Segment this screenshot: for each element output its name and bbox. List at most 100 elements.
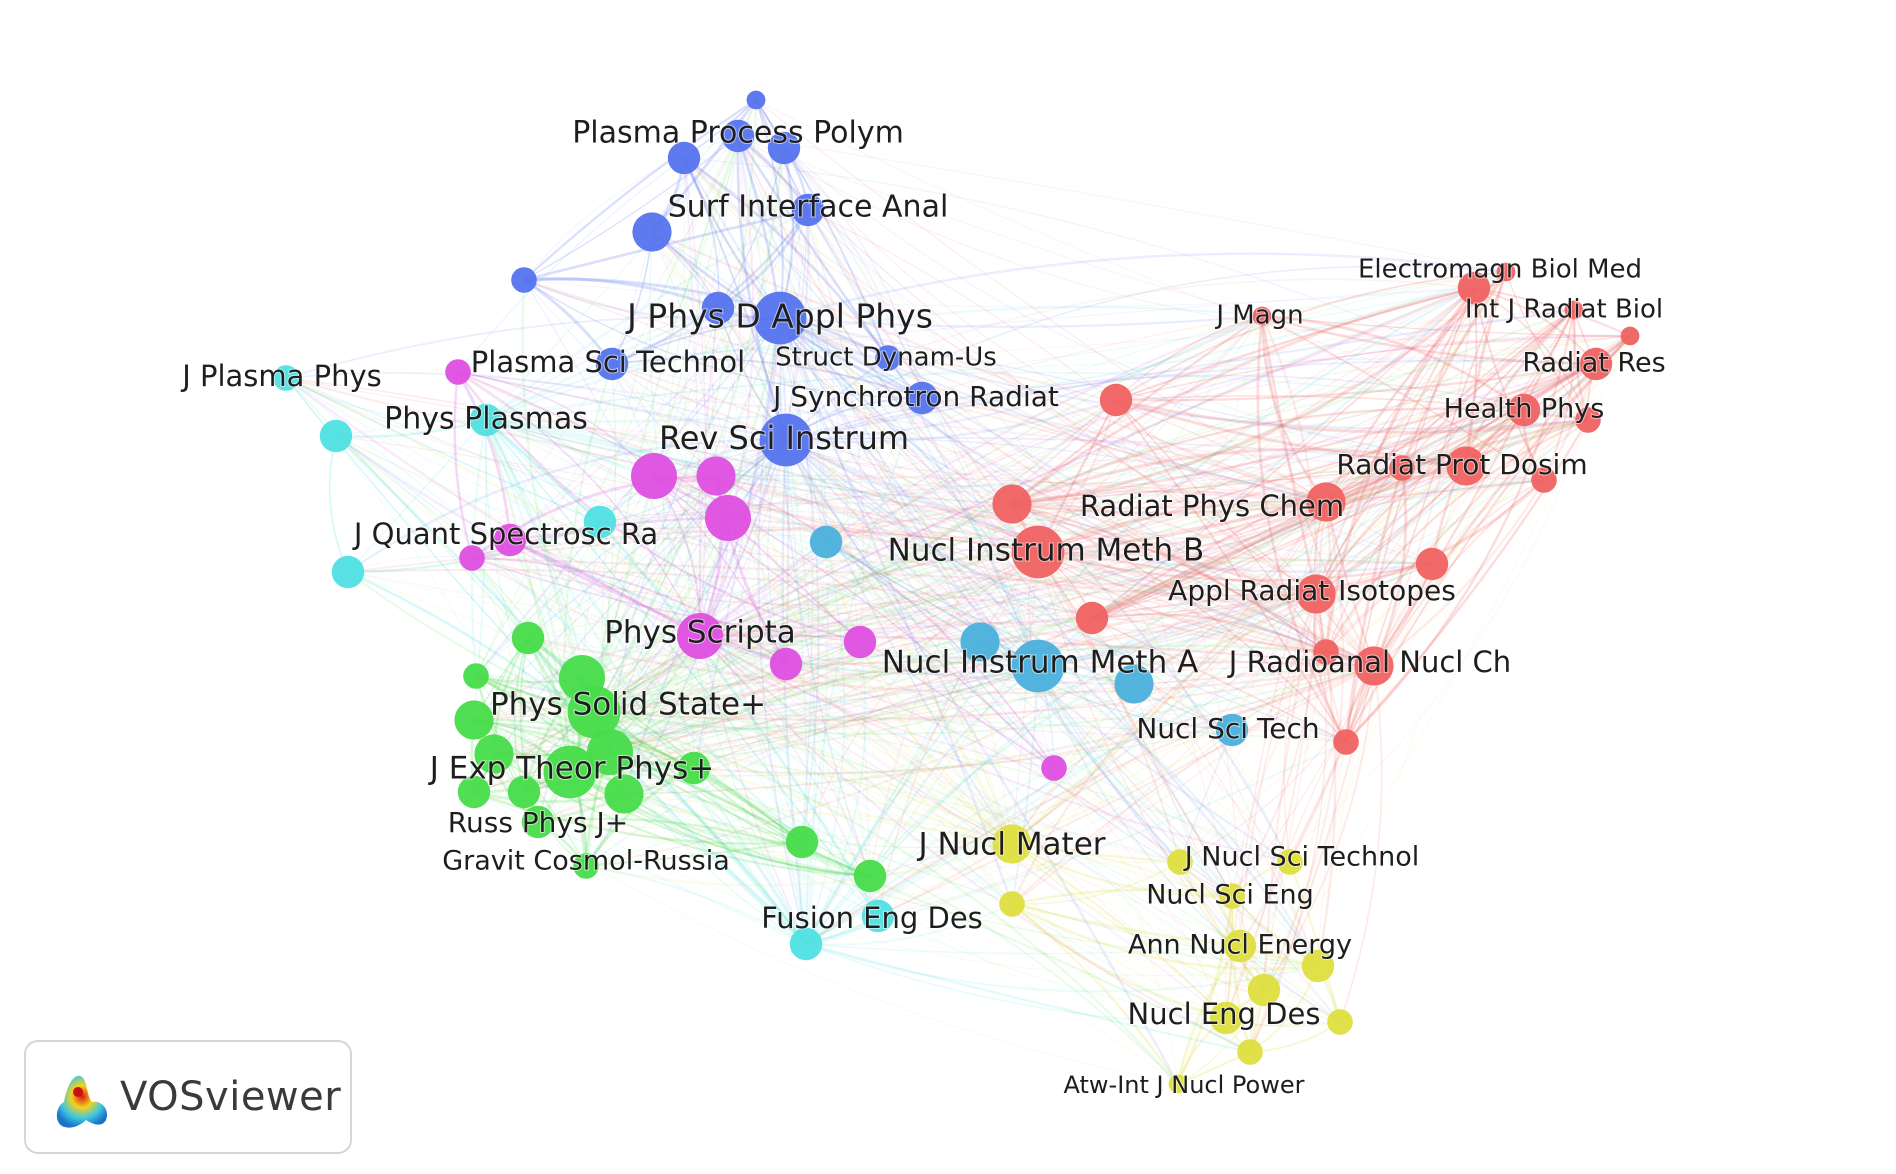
node-lb3[interactable] bbox=[1114, 664, 1154, 704]
node-c2[interactable] bbox=[331, 555, 365, 589]
node-label-jnst[interactable]: J Nucl Sci Technol bbox=[1182, 841, 1420, 874]
node-label-jmagn[interactable]: J Magn bbox=[1213, 300, 1304, 332]
node-m8[interactable] bbox=[459, 545, 485, 571]
node-label-applrad[interactable]: Appl Radiat Isotopes bbox=[1167, 573, 1457, 608]
node-b6[interactable] bbox=[701, 291, 735, 325]
node-plsci[interactable] bbox=[595, 347, 629, 381]
node-label-ned[interactable]: Nucl Eng Des bbox=[1127, 996, 1322, 1032]
node-atw[interactable] bbox=[1168, 1074, 1188, 1094]
node-label-ann[interactable]: Ann Nucl Energy bbox=[1127, 929, 1353, 962]
node-label-radprot[interactable]: Radiat Prot Dosim bbox=[1335, 447, 1588, 482]
node-label-russ[interactable]: Russ Phys J+ bbox=[447, 805, 629, 840]
node-y6[interactable] bbox=[1277, 849, 1303, 875]
node-label-atw[interactable]: Atw-Int J Nucl Power bbox=[1063, 1070, 1306, 1100]
node-label-intjrad[interactable]: Int J Radiat Biol bbox=[1464, 294, 1664, 326]
node-physpl[interactable] bbox=[469, 403, 503, 437]
node-y5[interactable] bbox=[1237, 1039, 1263, 1065]
node-b2[interactable] bbox=[667, 141, 701, 175]
node-m1[interactable] bbox=[445, 359, 471, 385]
node-b4[interactable] bbox=[511, 267, 537, 293]
node-label-jetp[interactable]: J Exp Theor Phys+ bbox=[427, 750, 716, 788]
node-nimb[interactable] bbox=[1011, 525, 1065, 579]
node-r6[interactable] bbox=[1333, 729, 1359, 755]
node-m6[interactable] bbox=[769, 647, 803, 681]
node-electro[interactable] bbox=[1496, 262, 1516, 282]
node-nima[interactable] bbox=[1011, 639, 1065, 693]
node-nse[interactable] bbox=[1219, 883, 1245, 909]
node-health[interactable] bbox=[1507, 393, 1541, 427]
node-r9[interactable] bbox=[1531, 467, 1557, 493]
node-label-physscr[interactable]: Phys Scripta bbox=[603, 614, 797, 652]
node-c4[interactable] bbox=[861, 899, 895, 933]
node-b3[interactable] bbox=[767, 131, 801, 165]
node-label-fusion[interactable]: Fusion Eng Des bbox=[760, 900, 984, 936]
node-label-nscitech[interactable]: Nucl Sci Tech bbox=[1135, 711, 1320, 746]
node-lb2[interactable] bbox=[960, 622, 1000, 662]
node-jphysd[interactable] bbox=[753, 291, 807, 345]
node-label-surf[interactable]: Surf Interface Anal bbox=[667, 189, 950, 226]
node-m4[interactable] bbox=[705, 495, 751, 541]
node-label-jphysd[interactable]: J Phys D Appl Phys bbox=[624, 296, 934, 337]
node-y2[interactable] bbox=[1247, 973, 1281, 1007]
node-physscr[interactable] bbox=[677, 613, 723, 659]
node-g4[interactable] bbox=[454, 700, 494, 740]
node-label-jnuclmat[interactable]: J Nucl Mater bbox=[915, 826, 1106, 864]
node-r3[interactable] bbox=[1099, 383, 1133, 417]
node-y1[interactable] bbox=[999, 891, 1025, 917]
node-y4[interactable] bbox=[1327, 1009, 1353, 1035]
node-jquant[interactable] bbox=[493, 523, 527, 557]
node-label-jsync[interactable]: J Synchrotron Radiat bbox=[770, 379, 1060, 414]
node-g9[interactable] bbox=[677, 751, 711, 785]
node-m2[interactable] bbox=[631, 453, 677, 499]
node-surf[interactable] bbox=[791, 193, 825, 227]
node-b5[interactable] bbox=[632, 212, 672, 252]
node-m7[interactable] bbox=[843, 625, 877, 659]
node-label-gravit[interactable]: Gravit Cosmol-Russia bbox=[441, 845, 731, 878]
node-g8[interactable] bbox=[604, 774, 644, 814]
node-label-pppolym[interactable]: Plasma Process Polym bbox=[571, 115, 905, 152]
node-ann[interactable] bbox=[1223, 929, 1257, 963]
node-m3[interactable] bbox=[696, 456, 736, 496]
node-jplasma[interactable] bbox=[273, 365, 299, 391]
node-r1[interactable] bbox=[1457, 271, 1491, 305]
node-nscitech[interactable] bbox=[1215, 713, 1249, 747]
node-label-nimb[interactable]: Nucl Instrum Meth B bbox=[887, 532, 1206, 570]
node-applrad[interactable] bbox=[1296, 574, 1336, 614]
node-pppolym[interactable] bbox=[721, 119, 755, 153]
node-radres[interactable] bbox=[1579, 347, 1613, 381]
node-r4[interactable] bbox=[1415, 547, 1449, 581]
node-label-radphys[interactable]: Radiat Phys Chem bbox=[1079, 488, 1345, 524]
node-label-radres[interactable]: Radiat Res bbox=[1521, 347, 1666, 380]
node-jsync[interactable] bbox=[905, 381, 939, 415]
node-jmagn[interactable] bbox=[1252, 306, 1272, 326]
node-label-nima[interactable]: Nucl Instrum Meth A bbox=[881, 644, 1200, 682]
node-c1[interactable] bbox=[319, 419, 353, 453]
node-struct[interactable] bbox=[875, 345, 901, 371]
node-m5[interactable] bbox=[1041, 755, 1067, 781]
node-label-health[interactable]: Health Phys bbox=[1443, 393, 1606, 426]
node-label-physpl[interactable]: Phys Plasmas bbox=[383, 401, 589, 438]
node-lb1[interactable] bbox=[809, 525, 843, 559]
node-label-jradio[interactable]: J Radioanal Nucl Ch bbox=[1226, 644, 1512, 680]
node-g7[interactable] bbox=[507, 775, 541, 809]
node-label-plsci[interactable]: Plasma Sci Technol bbox=[470, 344, 746, 380]
node-b1[interactable] bbox=[746, 90, 766, 110]
node-jetp[interactable] bbox=[543, 745, 597, 799]
node-jradio[interactable] bbox=[1354, 646, 1394, 686]
node-r5[interactable] bbox=[1075, 601, 1109, 635]
node-fusion[interactable] bbox=[789, 927, 823, 961]
node-jnst[interactable] bbox=[1167, 849, 1193, 875]
node-c3[interactable] bbox=[583, 505, 617, 539]
node-radprot[interactable] bbox=[1446, 446, 1486, 486]
node-jnuclmat[interactable] bbox=[992, 824, 1032, 864]
node-label-struct[interactable]: Struct Dynam-Us bbox=[774, 342, 998, 374]
node-label-jplasma[interactable]: J Plasma Phys bbox=[179, 358, 383, 394]
node-label-nse[interactable]: Nucl Sci Eng bbox=[1145, 879, 1315, 912]
node-g1[interactable] bbox=[511, 621, 545, 655]
node-g2[interactable] bbox=[463, 663, 489, 689]
node-radphys[interactable] bbox=[1306, 482, 1346, 522]
node-r11[interactable] bbox=[1575, 407, 1601, 433]
node-russ[interactable] bbox=[521, 805, 555, 839]
node-gravit[interactable] bbox=[573, 853, 599, 879]
node-g6[interactable] bbox=[474, 734, 514, 774]
